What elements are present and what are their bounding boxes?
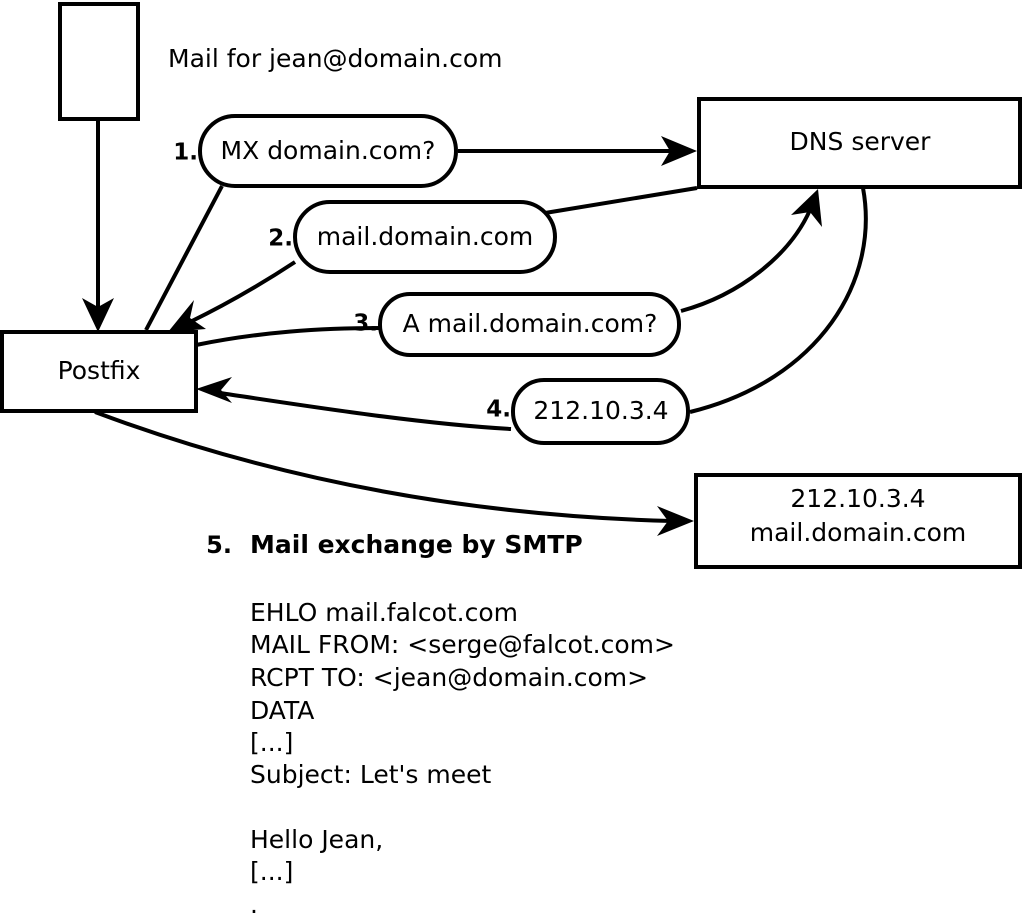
step-1-label: MX domain.com? <box>221 136 436 165</box>
edge-dns-to-step4 <box>689 187 868 414</box>
edge-step1-to-dns <box>458 136 697 166</box>
step-4-number: 4. <box>486 397 511 423</box>
node-postfix-label: Postfix <box>58 356 141 385</box>
transcript-line: Subject: Let's meet <box>250 760 491 789</box>
node-client-box <box>58 2 140 121</box>
step-2-number: 2. <box>268 226 293 252</box>
smtp-transcript: EHLO mail.falcot.com MAIL FROM: <serge@f… <box>250 598 675 919</box>
step-2-label: mail.domain.com <box>317 222 533 251</box>
edge-postfix-to-mailserver-smtp <box>94 410 694 536</box>
node-postfix-box: Postfix <box>0 330 198 413</box>
step-bubble-4: 212.10.3.4 <box>511 378 690 445</box>
step-bubble-3: A mail.domain.com? <box>378 292 681 357</box>
edge-client-to-postfix <box>82 121 114 332</box>
transcript-line: MAIL FROM: <serge@falcot.com> <box>250 630 675 659</box>
edge-postfix-to-step1 <box>144 185 224 331</box>
step-bubble-2: mail.domain.com <box>293 200 557 274</box>
node-dns-server-label: DNS server <box>790 127 932 156</box>
node-mail-server-ip: 212.10.3.4 <box>790 484 925 513</box>
edge-step2-to-postfix <box>168 260 297 332</box>
transcript-line: [...] <box>250 857 293 886</box>
edge-dns-to-step2 <box>544 186 698 215</box>
mail-for-caption: Mail for jean@domain.com <box>168 44 503 73</box>
edge-step3-to-dns <box>680 189 822 313</box>
step-5-number: 5. <box>206 531 232 559</box>
step-bubble-1: MX domain.com? <box>198 114 458 188</box>
node-mail-server-box: 212.10.3.4 mail.domain.com <box>694 473 1022 569</box>
node-dns-server-box: DNS server <box>697 97 1022 189</box>
step-3-number: 3. <box>353 311 378 337</box>
step-5-title: Mail exchange by SMTP <box>250 530 583 559</box>
edge-step4-to-postfix <box>196 377 512 431</box>
transcript-line: . <box>250 890 258 919</box>
transcript-line: Hello Jean, <box>250 825 383 854</box>
transcript-line: [...] <box>250 728 293 757</box>
step-3-label: A mail.domain.com? <box>403 309 658 338</box>
edge-postfix-to-step3 <box>195 326 381 347</box>
node-mail-server-hostname: mail.domain.com <box>750 518 966 547</box>
transcript-line: RCPT TO: <jean@domain.com> <box>250 663 648 692</box>
transcript-line: DATA <box>250 696 314 725</box>
transcript-line: EHLO mail.falcot.com <box>250 598 518 627</box>
step-4-label: 212.10.3.4 <box>533 396 668 425</box>
step-1-number: 1. <box>173 140 198 166</box>
